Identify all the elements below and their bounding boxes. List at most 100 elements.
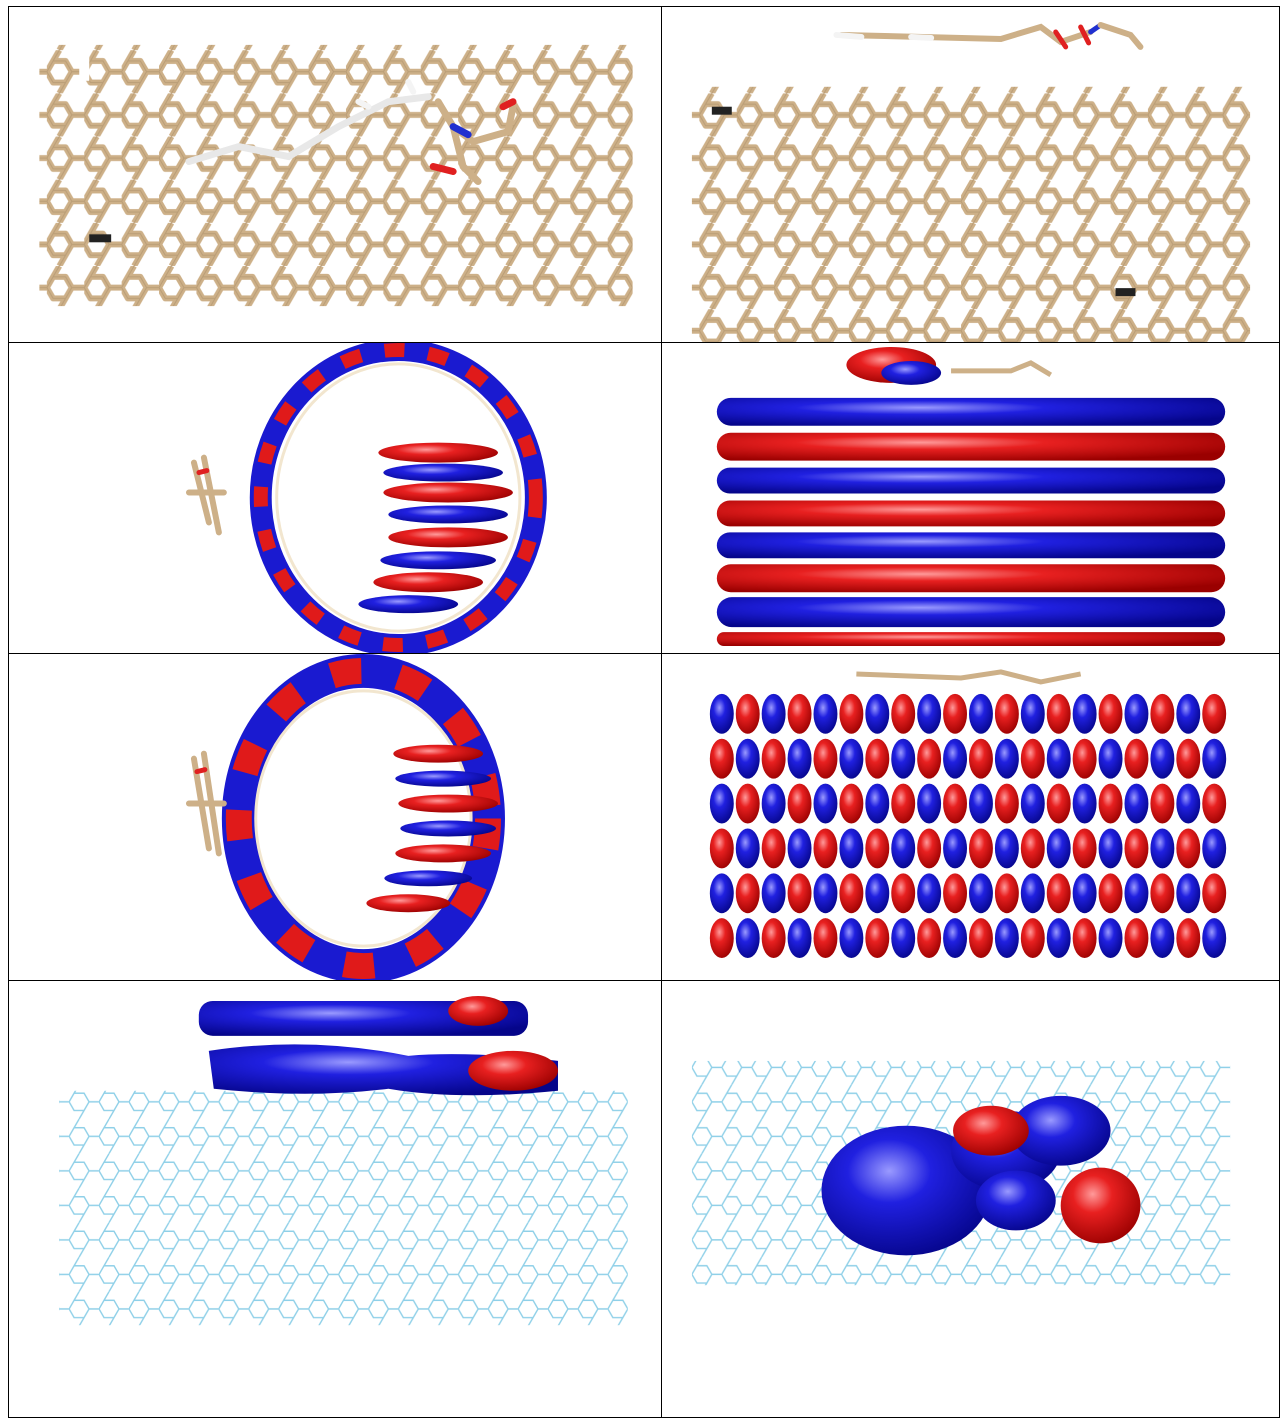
orbital-lobe — [865, 693, 890, 734]
orbital-lobe — [1098, 693, 1123, 734]
orbital-lobe — [865, 828, 890, 869]
orbital-lobe — [735, 738, 760, 779]
orbital-lobe — [1046, 738, 1071, 779]
molecule-above — [833, 21, 1144, 50]
orbital-lobe — [839, 918, 864, 959]
orbital-lobe — [787, 873, 812, 914]
orbital-lobe — [865, 873, 890, 914]
orbital-lobe — [1202, 918, 1227, 959]
orbital-lobe — [735, 873, 760, 914]
orbital-lobe — [969, 783, 993, 824]
orbital-lobe — [1098, 828, 1123, 869]
orbital-lobe — [761, 828, 786, 869]
orbital-lobe — [969, 828, 993, 869]
orbital-lobes — [709, 693, 1227, 959]
adsorbed-molecule — [185, 78, 517, 185]
orbital-lobe — [735, 783, 760, 824]
orbital-lobe — [761, 738, 786, 779]
orbital-lobe — [813, 828, 838, 869]
orbital-lobe — [839, 828, 864, 869]
orbital-lobe — [891, 738, 916, 779]
orbital-lobe — [1124, 783, 1149, 824]
orbital-lobe — [1098, 918, 1123, 959]
wireframe-nanotube — [59, 1090, 628, 1326]
orbital-lobe — [813, 783, 838, 824]
orbital-lobe — [1176, 783, 1201, 824]
orbital-lobe — [1072, 738, 1097, 779]
orbital-end-view-image — [185, 343, 547, 653]
orbital-lobe — [1020, 783, 1045, 824]
orbital-lobe — [709, 828, 734, 869]
orbital-lobe — [1124, 738, 1149, 779]
panel-orbital-side-view-1 — [662, 343, 1279, 654]
orbital-lobe — [709, 873, 734, 914]
orbital-lobe — [943, 693, 968, 734]
orbital-ring — [249, 343, 547, 653]
panel-charge-density-side — [9, 981, 662, 1417]
panel-orbital-side-view-2 — [662, 654, 1279, 981]
orbital-lobe — [1098, 738, 1123, 779]
orbital-lobe — [1020, 918, 1045, 959]
orbital-lobe — [891, 873, 916, 914]
orbital-lobe — [994, 693, 1019, 734]
orbital-lobe — [943, 873, 968, 914]
orbital-lobe — [1150, 873, 1175, 914]
orbital-lobe — [813, 738, 838, 779]
orbital-lobe — [891, 918, 916, 959]
orbital-lobe — [787, 738, 812, 779]
orbital-lobe — [969, 873, 993, 914]
orbital-lobe — [735, 693, 760, 734]
orbital-lobe — [865, 783, 890, 824]
orbital-lobe — [917, 738, 942, 779]
orbital-lobe — [1046, 693, 1071, 734]
orbital-lobe — [709, 918, 734, 959]
orbital-lobe — [994, 738, 1019, 779]
charge-density-side-image — [59, 995, 628, 1326]
orbital-lobe — [1176, 738, 1201, 779]
orbital-lobe — [813, 693, 838, 734]
orbital-lobe — [761, 693, 786, 734]
orbital-lobe — [1150, 828, 1175, 869]
orbital-lobe — [839, 873, 864, 914]
orbital-lobe — [1150, 783, 1175, 824]
charge-density-cloud — [821, 1095, 1141, 1256]
orbital-bands — [716, 397, 1226, 647]
orbital-lobe — [709, 693, 734, 734]
orbital-lobe — [813, 918, 838, 959]
panel-orbital-end-view-2 — [9, 654, 662, 981]
orbital-lobe — [787, 693, 812, 734]
orbital-lobe — [1176, 693, 1201, 734]
orbital-lobe — [1202, 693, 1227, 734]
orbital-lobe — [1202, 873, 1227, 914]
orbital-lobe — [969, 738, 993, 779]
orbital-lobe — [709, 783, 734, 824]
orbital-lobe — [969, 693, 993, 734]
orbital-lobe — [735, 918, 760, 959]
orbital-lobe — [1072, 783, 1097, 824]
orbital-lobe — [1176, 918, 1201, 959]
orbital-lobe — [761, 918, 786, 959]
orbital-lobe — [839, 783, 864, 824]
orbital-lobe — [917, 783, 942, 824]
orbital-lobe — [1046, 783, 1071, 824]
orbital-lobe — [813, 873, 838, 914]
orbital-lobe — [1124, 693, 1149, 734]
orbital-lobe — [761, 783, 786, 824]
panel-charge-density-top — [662, 981, 1279, 1417]
orbital-lobe — [1124, 918, 1149, 959]
orbital-lobe — [1202, 783, 1227, 824]
orbital-lobe — [1020, 873, 1045, 914]
orbital-lobe — [1046, 873, 1071, 914]
orbital-lobe — [1020, 828, 1045, 869]
orbital-lobe — [917, 693, 942, 734]
orbital-lobe — [1124, 873, 1149, 914]
panel-nanotube-stick-molecule-above — [662, 7, 1279, 343]
charge-density-cloud — [198, 995, 558, 1096]
orbital-lobe — [787, 918, 812, 959]
molecule-left — [185, 750, 227, 857]
orbital-side-view-image — [716, 346, 1226, 647]
orbital-lobe — [943, 738, 968, 779]
orbital-lobe — [1150, 738, 1175, 779]
orbital-lobe — [787, 783, 812, 824]
orbital-lobe — [1202, 828, 1227, 869]
